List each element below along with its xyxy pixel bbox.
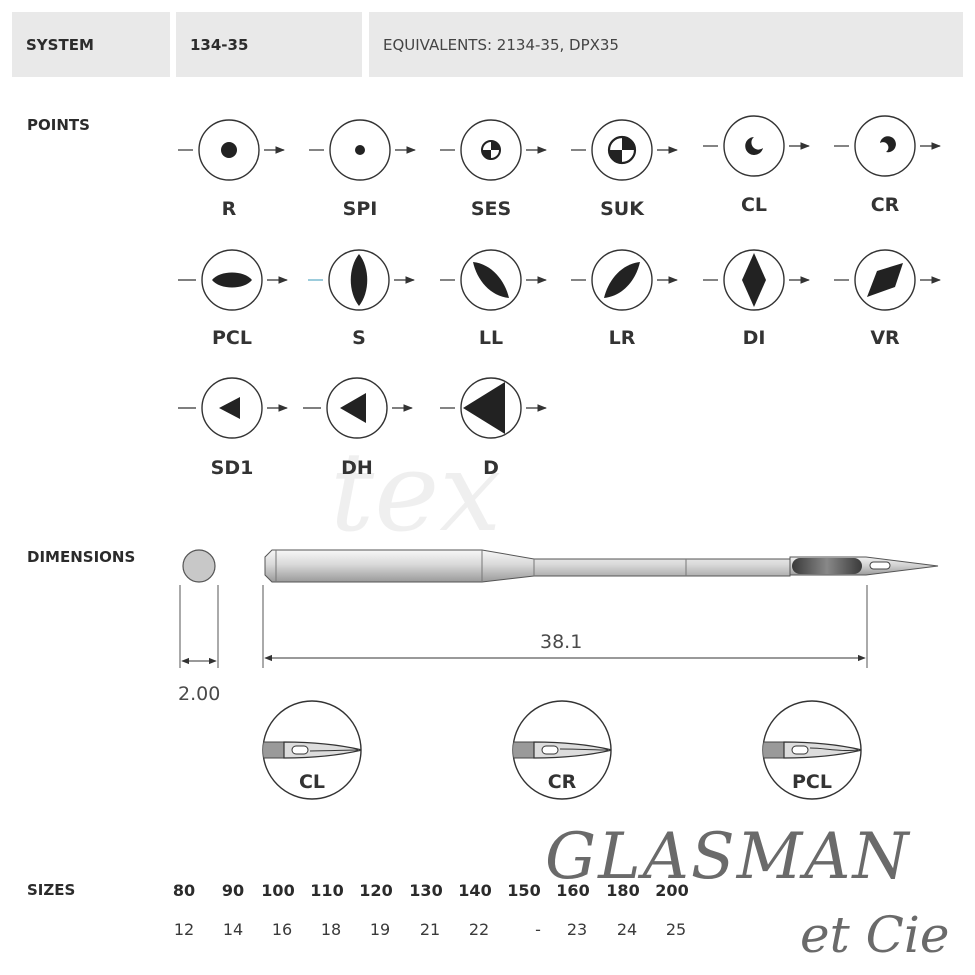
system-value-cell: 134-35	[176, 12, 362, 77]
point-symbol-sd1	[178, 377, 288, 439]
point-symbol-dh	[303, 377, 413, 439]
size-singer: 14	[222, 920, 244, 939]
point-label-dh: DH	[341, 457, 373, 479]
point-symbol-pcl	[178, 249, 288, 311]
zoom-label-cl: CL	[298, 771, 326, 793]
point-symbol-cr	[834, 115, 941, 177]
equivalents-cell: EQUIVALENTS: 2134-35, DPX35	[369, 12, 963, 77]
length-value: 38.1	[540, 631, 583, 653]
size-metric: 110	[310, 881, 344, 900]
point-label-lr: LR	[608, 327, 636, 349]
point-symbol-ses	[440, 119, 547, 181]
zoom-inset-pcl	[762, 700, 862, 800]
point-symbol-spi	[309, 119, 416, 181]
svg-text:tex: tex	[330, 428, 501, 556]
point-symbol-suk	[571, 119, 678, 181]
brand-logo-line1: GLASMAN	[545, 820, 911, 894]
point-label-pcl: PCL	[212, 327, 252, 349]
zoom-label-pcl: PCL	[792, 771, 832, 793]
point-label-vr: VR	[870, 327, 900, 349]
size-singer: -	[535, 920, 541, 939]
size-metric: 140	[458, 881, 492, 900]
point-label-ses: SES	[470, 198, 512, 220]
size-metric: 180	[606, 881, 640, 900]
size-singer: 18	[320, 920, 342, 939]
diameter-value: 2.00	[178, 683, 221, 705]
point-label-spi: SPI	[342, 198, 378, 220]
point-symbol-cl	[703, 115, 810, 177]
point-symbol-d	[440, 377, 547, 439]
point-label-cr: CR	[870, 194, 900, 216]
size-singer: 25	[665, 920, 687, 939]
point-label-s: S	[352, 327, 366, 349]
point-symbol-r	[178, 119, 285, 181]
point-label-suk: SUK	[600, 198, 644, 220]
point-label-cl: CL	[740, 194, 768, 216]
point-symbol-lr	[571, 249, 678, 311]
system-label: SYSTEM	[26, 35, 94, 54]
point-label-ll: LL	[478, 327, 504, 349]
size-metric: 100	[261, 881, 295, 900]
point-symbol-di	[703, 249, 810, 311]
size-singer: 22	[468, 920, 490, 939]
size-singer: 19	[369, 920, 391, 939]
zoom-inset-cl	[262, 700, 362, 800]
size-singer: 12	[173, 920, 195, 939]
points-label: POINTS	[27, 116, 90, 134]
size-singer: 24	[616, 920, 638, 939]
size-metric: 80	[172, 881, 196, 900]
size-metric: 200	[655, 881, 689, 900]
size-metric: 120	[359, 881, 393, 900]
needle-drawing	[262, 549, 939, 668]
point-label-d: D	[483, 457, 499, 479]
point-label-sd1: SD1	[210, 457, 254, 479]
system-label-cell: SYSTEM	[12, 12, 170, 77]
size-metric: 130	[409, 881, 443, 900]
brand-logo-line2: et Cie	[800, 906, 950, 964]
dimensions-label: DIMENSIONS	[27, 548, 136, 566]
size-metric: 90	[221, 881, 245, 900]
sizes-label: SIZES	[27, 881, 76, 899]
watermark-logo: tex	[330, 428, 501, 556]
point-label-di: DI	[742, 327, 766, 349]
size-metric: 160	[556, 881, 590, 900]
size-metric: 150	[507, 881, 541, 900]
system-value: 134-35	[190, 35, 249, 54]
point-symbol-s	[308, 249, 415, 311]
equivalents-text: EQUIVALENTS: 2134-35, DPX35	[383, 35, 619, 54]
size-singer: 23	[566, 920, 588, 939]
point-symbol-vr	[834, 249, 941, 311]
point-symbol-ll	[440, 249, 547, 311]
zoom-label-cr: CR	[547, 771, 577, 793]
point-label-r: R	[221, 198, 237, 220]
wire-cross-section	[179, 549, 219, 668]
size-singer: 21	[419, 920, 441, 939]
size-singer: 16	[271, 920, 293, 939]
zoom-inset-cr	[512, 700, 612, 800]
